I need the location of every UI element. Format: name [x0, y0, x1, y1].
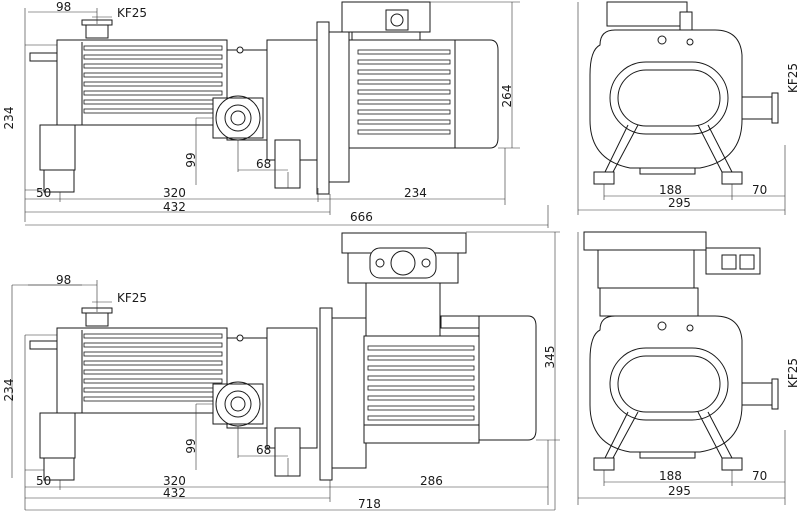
- bottom-side-view: 98 KF25 234 345 99 68 50 320 286 432 718: [2, 231, 560, 511]
- dim-345: 345: [543, 346, 557, 369]
- dim-718: 718: [358, 497, 381, 511]
- dim-68: 68: [256, 157, 271, 171]
- left-leg: [604, 411, 639, 459]
- rear-foot: [43, 169, 75, 193]
- dim-50: 50: [36, 474, 51, 488]
- port-label-end: KF25: [786, 63, 800, 93]
- front-foot: [274, 427, 301, 477]
- right-leg: [697, 124, 733, 173]
- port-label: KF25: [117, 6, 147, 20]
- motor-fins: [367, 345, 475, 421]
- terminal-box: [341, 232, 467, 339]
- left-leg: [604, 124, 639, 173]
- inlet-port: [85, 311, 109, 327]
- motor-fins: [357, 49, 451, 135]
- port-label-end: KF25: [786, 358, 800, 388]
- dim-50: 50: [36, 186, 51, 200]
- fan-cover: [454, 39, 499, 149]
- inlet-port: [85, 23, 109, 39]
- dim-295: 295: [668, 484, 691, 498]
- dim-98: 98: [56, 273, 71, 287]
- top-end-view: KF25 188 70 295: [577, 1, 800, 215]
- rear-foot: [43, 457, 75, 481]
- end-body: [589, 29, 743, 169]
- dim-68: 68: [256, 443, 271, 457]
- motor-flange: [316, 21, 330, 195]
- housing-fins: [81, 42, 223, 125]
- side-port: [741, 96, 773, 120]
- port-label: KF25: [117, 291, 147, 305]
- dim-286: 286: [420, 474, 443, 488]
- dim-188: 188: [659, 469, 682, 483]
- dim-70: 70: [752, 469, 767, 483]
- side-port: [741, 382, 773, 406]
- dim-432: 432: [163, 200, 186, 214]
- fan-cover: [478, 315, 537, 441]
- discharge-port: [212, 95, 264, 141]
- dim-99: 99: [184, 438, 198, 453]
- terminal-box-top: [606, 1, 688, 27]
- dim-98: 98: [56, 0, 71, 14]
- dim-234-height: 234: [2, 107, 16, 130]
- inner-oval: [609, 347, 729, 421]
- dim-234-height: 234: [2, 379, 16, 402]
- discharge-port: [212, 381, 264, 427]
- end-body: [589, 315, 743, 453]
- dim-264: 264: [500, 85, 514, 108]
- right-leg: [697, 411, 733, 459]
- dim-320: 320: [163, 186, 186, 200]
- inner-oval: [609, 61, 729, 135]
- dim-320: 320: [163, 474, 186, 488]
- dim-295: 295: [668, 196, 691, 210]
- motor-flange: [319, 307, 333, 481]
- terminal-box-top: [583, 231, 707, 251]
- dim-666: 666: [350, 210, 373, 224]
- top-side-view: 98 KF25 234 264 99 68 50 320 234 432 666: [2, 0, 549, 228]
- dim-432: 432: [163, 486, 186, 500]
- dim-188: 188: [659, 183, 682, 197]
- dim-70: 70: [752, 183, 767, 197]
- dim-99: 99: [184, 152, 198, 167]
- dim-234-width: 234: [404, 186, 427, 200]
- bottom-end-view: KF25 188 70 295: [577, 231, 800, 505]
- front-foot: [274, 139, 301, 189]
